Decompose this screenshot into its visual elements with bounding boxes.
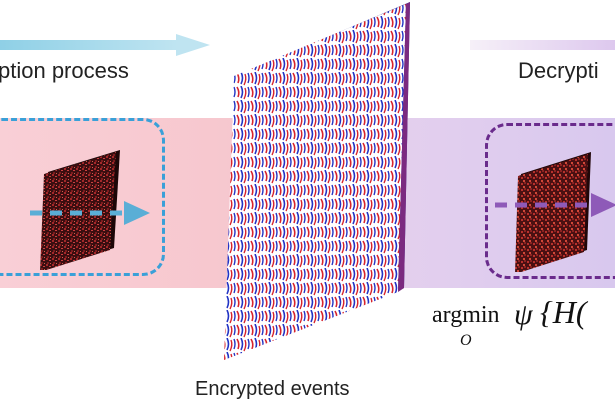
encryption-stage-box xyxy=(0,118,165,276)
encrypted-events-label: Encrypted events xyxy=(195,378,350,400)
encryption-flow-arrow xyxy=(30,201,150,225)
decryption-process-label: Decrypti xyxy=(518,58,599,83)
encryption-direction-arrow xyxy=(0,34,210,56)
formula-subscript: O xyxy=(460,332,472,349)
formula-argmin: argmin xyxy=(432,302,500,328)
decryption-direction-arrow xyxy=(470,40,615,50)
formula-tail: {H( xyxy=(540,294,587,330)
encrypted-events-block xyxy=(224,2,410,360)
encryption-process-label: ption process xyxy=(0,58,129,83)
decryption-stage-box xyxy=(485,123,615,279)
decryption-input-plate xyxy=(515,152,591,272)
formula-psi: ψ xyxy=(514,298,533,331)
decryption-flow-arrow xyxy=(495,193,615,217)
optimization-formula: argmin O ψ {H( xyxy=(430,288,615,358)
